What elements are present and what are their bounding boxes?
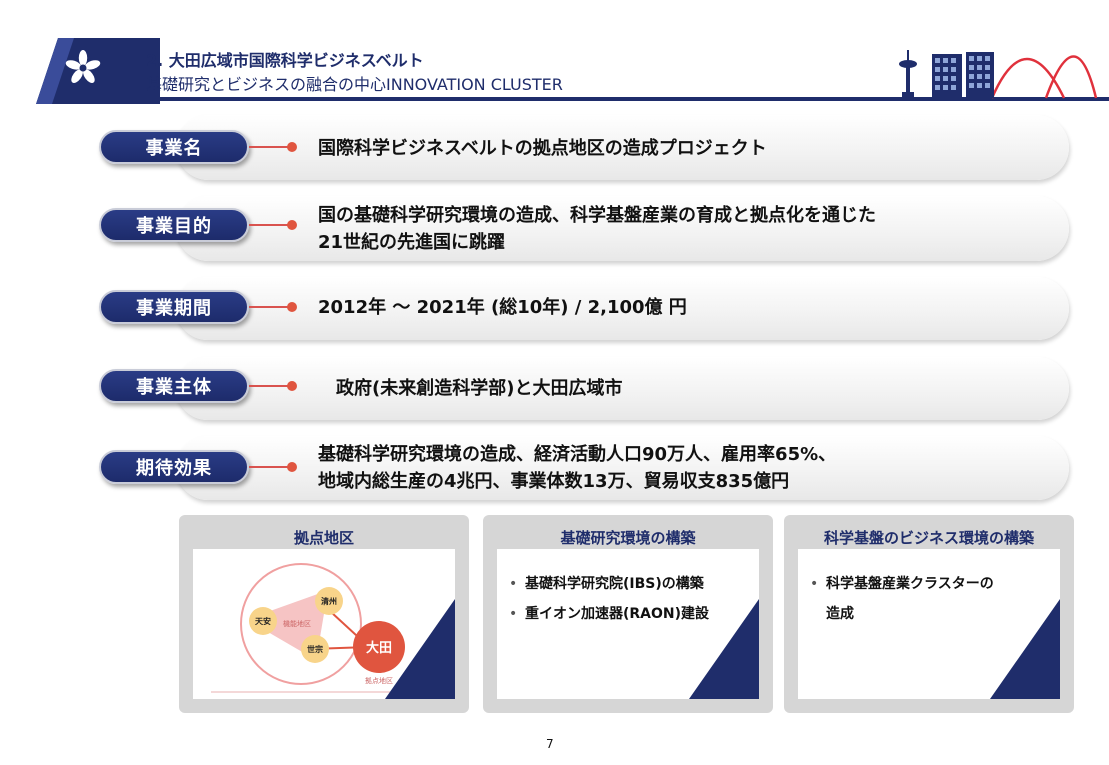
row-band bbox=[176, 115, 1069, 180]
card-title: 拠点地区 bbox=[293, 529, 354, 547]
functional-area-label: 機能地区 bbox=[283, 619, 311, 628]
row-band bbox=[176, 357, 1069, 420]
connector-dot bbox=[287, 142, 297, 152]
connector-line bbox=[249, 385, 291, 387]
cheonan-label: 天安 bbox=[255, 616, 271, 626]
card-hub-area: 拠点地区 機能地区 天安 清州 世宗 大田 拠点地区 bbox=[179, 515, 469, 713]
header-divider bbox=[60, 97, 1109, 101]
corner-accent bbox=[385, 599, 455, 699]
row-text: 政府(未来創造科学部)と大田広域市 bbox=[336, 378, 623, 399]
row-project-purpose: 事業目的 国の基礎科学研究環境の造成、科学基盤産業の育成と拠点化を通じた 21世… bbox=[0, 196, 1109, 261]
city-emblem-tab bbox=[36, 38, 160, 104]
card-body: •基礎科学研究院(IBS)の構築 •重イオン加速器(RAON)建設 bbox=[497, 549, 759, 699]
daejeon-label: 大田 bbox=[366, 640, 392, 656]
list-item: •基礎科学研究院(IBS)の構築 bbox=[509, 576, 704, 592]
slide-title: 2. 大田広域市国際科学ビジネスベルト bbox=[146, 51, 424, 70]
card-title: 基礎研究環境の構築 bbox=[560, 529, 696, 547]
label-pill: 期待効果 bbox=[99, 450, 249, 484]
corner-accent bbox=[990, 599, 1060, 699]
card-research-environment: 基礎研究環境の構築 •基礎科学研究院(IBS)の構築 •重イオン加速器(RAON… bbox=[483, 515, 773, 713]
row-project-period: 事業期間 2012年 〜 2021年 (総10年) / 2,100億 円 bbox=[0, 277, 1109, 340]
cheonan-node bbox=[249, 607, 277, 635]
label-pill: 事業名 bbox=[99, 130, 249, 164]
connector-dot bbox=[287, 220, 297, 230]
connector-dot bbox=[287, 381, 297, 391]
cheongju-node bbox=[315, 587, 343, 615]
row-project-entity: 事業主体 政府(未来創造科学部)と大田広域市 bbox=[0, 357, 1109, 420]
row-band bbox=[176, 436, 1069, 500]
row-band bbox=[176, 277, 1069, 340]
label-pill: 事業主体 bbox=[99, 369, 249, 403]
row-text: 基礎科学研究環境の造成、経済活動人口90万人、雇用率65%、 地域内総生産の4兆… bbox=[318, 444, 837, 492]
row-expected-effects: 期待効果 基礎科学研究環境の造成、経済活動人口90万人、雇用率65%、 地域内総… bbox=[0, 436, 1109, 500]
daejeon-node bbox=[353, 621, 405, 673]
connector-dot bbox=[287, 462, 297, 472]
card-business-environment: 科学基盤のビジネス環境の構築 • 科学基盤産業クラスターの 造成 bbox=[784, 515, 1074, 713]
card-title: 科学基盤のビジネス環境の構築 bbox=[823, 529, 1034, 547]
label-pill: 事業目的 bbox=[99, 208, 249, 242]
bullet-list: • 科学基盤産業クラスターの 造成 bbox=[810, 569, 1050, 629]
row-band bbox=[176, 196, 1069, 261]
card-body: 機能地区 天安 清州 世宗 大田 拠点地区 bbox=[193, 549, 455, 699]
label-pill: 事業期間 bbox=[99, 290, 249, 324]
bullet-list: •基礎科学研究院(IBS)の構築 •重イオン加速器(RAON)建設 bbox=[509, 569, 749, 629]
connector-line bbox=[249, 466, 291, 468]
slide-subtitle: 基礎研究とビジネスの融合の中心INNOVATION CLUSTER bbox=[146, 75, 563, 94]
list-item: • 科学基盤産業クラスターの 造成 bbox=[810, 576, 994, 622]
sejong-node bbox=[301, 635, 329, 663]
slide-header: 2. 大田広域市国際科学ビジネスベルト 基礎研究とビジネスの融合の中心INNOV… bbox=[0, 0, 1109, 110]
connector-line bbox=[249, 224, 291, 226]
cheongju-label: 清州 bbox=[321, 596, 337, 606]
card-body: • 科学基盤産業クラスターの 造成 bbox=[798, 549, 1060, 699]
row-text: 2012年 〜 2021年 (総10年) / 2,100億 円 bbox=[318, 297, 687, 318]
hub-area-label: 拠点地区 bbox=[365, 676, 393, 685]
city-skyline-icon bbox=[899, 50, 1098, 99]
list-item: •重イオン加速器(RAON)建設 bbox=[509, 606, 710, 622]
page-number: 7 bbox=[546, 737, 554, 751]
sejong-label: 世宗 bbox=[307, 644, 323, 654]
connector-line bbox=[249, 306, 291, 308]
corner-accent bbox=[689, 599, 759, 699]
row-project-name: 事業名 国際科学ビジネスベルトの拠点地区の造成プロジェクト bbox=[0, 115, 1109, 180]
connector-dot bbox=[287, 302, 297, 312]
row-text: 国の基礎科学研究環境の造成、科学基盤産業の育成と拠点化を通じた 21世紀の先進国… bbox=[318, 205, 876, 253]
row-text: 国際科学ビジネスベルトの拠点地区の造成プロジェクト bbox=[318, 138, 767, 159]
hub-area-diagram: 機能地区 天安 清州 世宗 大田 拠点地区 bbox=[211, 563, 437, 693]
flower-emblem-icon bbox=[65, 50, 101, 84]
connector-line bbox=[249, 146, 291, 148]
